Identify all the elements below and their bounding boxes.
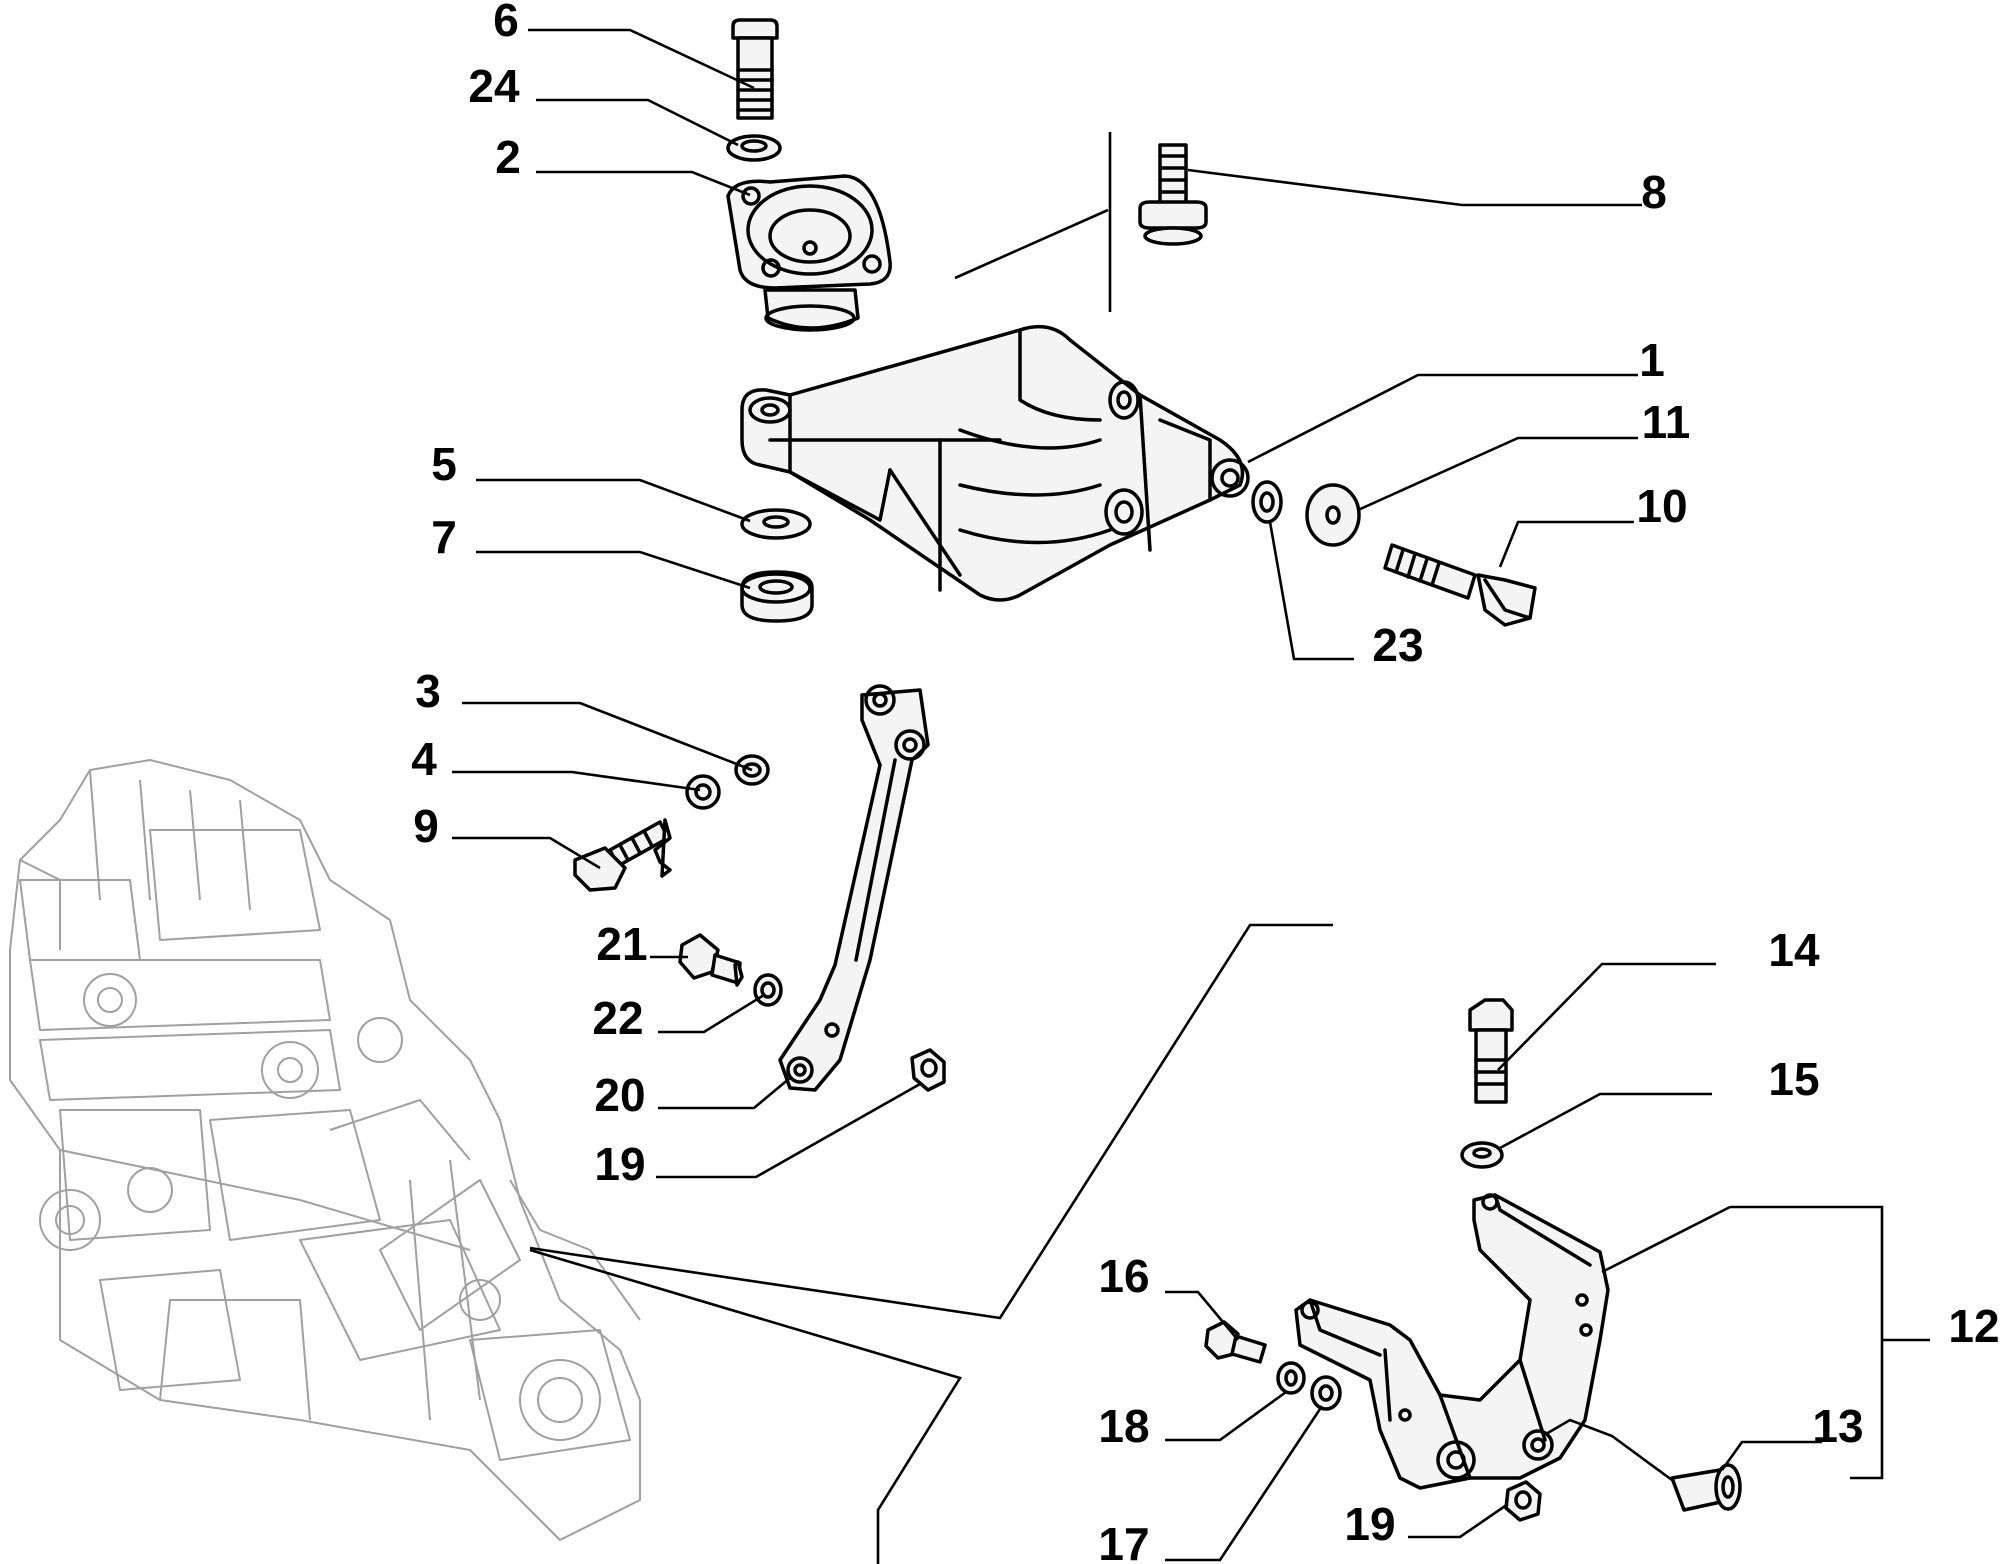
callout-14: 14 [1768, 924, 1820, 976]
callout-7: 7 [431, 511, 457, 563]
callout-22: 22 [592, 992, 643, 1044]
washer-18 [1276, 1361, 1306, 1395]
washer-17 [1310, 1375, 1342, 1411]
mount-2 [726, 174, 892, 332]
callout-1: 1 [1639, 334, 1665, 386]
leader-lines [452, 28, 1930, 1564]
bolt-21 [678, 933, 744, 987]
callout-3: 3 [415, 665, 441, 717]
bracket-12 [1294, 1193, 1610, 1490]
callout-19-upper: 19 [594, 1138, 645, 1190]
callout-13: 13 [1812, 1400, 1863, 1452]
callout-19-lower: 19 [1344, 1498, 1395, 1550]
nut-7 [740, 570, 814, 623]
callout-12: 12 [1948, 1300, 1999, 1352]
washer-11 [1305, 483, 1361, 547]
callout-16: 16 [1098, 1250, 1149, 1302]
callout-2: 2 [495, 131, 521, 183]
callout-17: 17 [1098, 1518, 1149, 1564]
strut-20 [778, 684, 930, 1092]
nut-19-upper [910, 1048, 946, 1092]
callout-10: 10 [1636, 480, 1687, 532]
engine-outline [9, 759, 641, 1541]
bushing-13 [1670, 1463, 1742, 1512]
bracket-1 [740, 324, 1250, 602]
washer-15 [1460, 1141, 1504, 1169]
callout-20: 20 [594, 1069, 645, 1121]
callout-4: 4 [411, 733, 437, 785]
callout-24: 24 [468, 60, 520, 112]
nut-19-lower [1504, 1480, 1542, 1522]
washer-5 [740, 508, 812, 540]
bolt-6 [731, 18, 779, 120]
callout-5: 5 [431, 438, 457, 490]
bolt-8 [1138, 143, 1208, 246]
callout-21: 21 [596, 918, 647, 970]
washer-23 [1251, 480, 1283, 524]
callout-15: 15 [1768, 1053, 1819, 1105]
callout-8: 8 [1641, 166, 1667, 218]
callout-11: 11 [1642, 396, 1691, 448]
assembly-indicator-lines [954, 132, 1112, 312]
callout-9: 9 [413, 800, 439, 852]
callout-6: 6 [493, 0, 519, 46]
bolt-16 [1204, 1320, 1267, 1364]
washer-24 [726, 134, 782, 162]
callout-labels: 6 24 2 8 1 11 10 23 5 7 3 4 9 21 22 20 1… [411, 0, 1999, 1564]
bolt-9 [573, 818, 672, 892]
callout-18: 18 [1098, 1400, 1149, 1452]
washer-22 [753, 973, 783, 1007]
washer-4 [685, 774, 721, 810]
callout-23: 23 [1372, 619, 1423, 671]
bolt-14 [1468, 998, 1514, 1104]
bolt-10 [1383, 543, 1537, 627]
